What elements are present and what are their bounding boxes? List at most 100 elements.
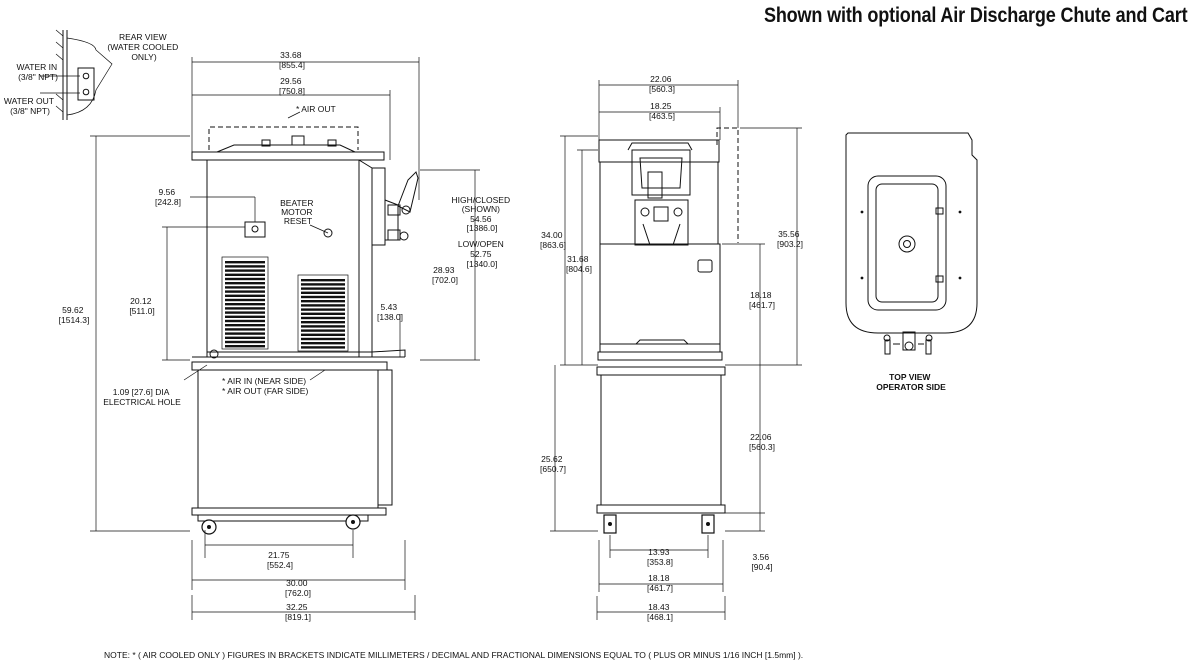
dim-value: 21.75 [268, 550, 290, 560]
dim-value-mm: [650.7] [540, 464, 566, 474]
dim-value-mm: [511.0] [129, 306, 154, 316]
rear-view-title-line: (WATER COOLED [107, 42, 178, 52]
water-out-line: WATER OUT [4, 96, 54, 106]
dim-value: 25.62 [541, 454, 563, 464]
water-out-line: (3/8" NPT) [10, 106, 50, 116]
dim-value: 34.00 [541, 230, 563, 240]
dim-spout: 5.43 [138.0] [377, 302, 403, 322]
dim-value: 28.93 [433, 265, 455, 275]
dim-value-mm: [353.8] [647, 557, 673, 567]
beater-line: RESET [284, 216, 312, 226]
dim-value-mm: [461.7] [647, 583, 673, 593]
louver-slat [225, 345, 265, 348]
rear-view-title-line: ONLY) [131, 52, 157, 62]
louver-slat [225, 294, 265, 297]
louver-slat [225, 265, 265, 268]
louver-right [297, 274, 349, 352]
air-line: * AIR IN (NEAR SIDE) [222, 376, 306, 386]
front-dim-caster-w: 13.93 [353.8] [647, 547, 673, 567]
louver-slat [225, 286, 265, 289]
rear-view-title-line: REAR VIEW [119, 32, 167, 42]
rear-view-title: REAR VIEW (WATER COOLED ONLY) [107, 32, 180, 62]
louver-slat [225, 336, 265, 339]
dim-value: 18.18 [648, 573, 670, 583]
top-view-title-line: OPERATOR SIDE [876, 382, 946, 392]
louver-slat [225, 319, 265, 323]
headline: Shown with optional Air Discharge Chute … [763, 4, 1187, 27]
front-dim-width-body: 18.25 [463.5] [649, 101, 675, 121]
side-view-dimensions [90, 57, 480, 620]
front-dim-h2: 31.68 [804.6] [566, 254, 592, 274]
dim-width-body: 29.56 [750.8] [279, 76, 305, 96]
louver-slat [301, 308, 345, 311]
dim-value-mm: [804.6] [566, 264, 592, 274]
louver-slat [225, 277, 265, 281]
dim-value: 5.43 [381, 302, 398, 312]
dim-value-mm: [702.0] [432, 275, 458, 285]
louver-slat [301, 287, 345, 290]
dim-value-mm: [463.5] [649, 111, 675, 121]
front-dim-width-top: 22.06 [560.3] [649, 74, 675, 94]
dim-value-mm: [903.2] [777, 239, 803, 249]
low-open-line: LOW/OPEN [458, 239, 504, 249]
high-closed-line: [1386.0] [467, 223, 498, 233]
louver-slat [301, 312, 345, 315]
front-dim-chute: 35.56 [903.2] [777, 229, 803, 249]
louver-slat [301, 321, 345, 324]
dim-value: 13.93 [648, 547, 670, 557]
dim-value: 9.56 [159, 187, 176, 197]
high-closed-line: HIGH/CLOSED [452, 195, 511, 205]
louver-slat [301, 316, 345, 320]
dim-value: 18.43 [648, 602, 670, 612]
louver-slat [301, 325, 345, 328]
top-view-title-line: TOP VIEW [889, 372, 931, 382]
dim-value: 30.00 [286, 578, 308, 588]
louver-slat [225, 290, 265, 293]
beater-line: BEATER [280, 198, 313, 208]
front-dim-cart-w: 18.18 [461.7] [647, 573, 673, 593]
louver-slat [301, 337, 345, 341]
louver-slat [301, 283, 345, 286]
dim-body-height: 28.93 [702.0] [432, 265, 458, 285]
dim-value-mm: [750.8] [279, 86, 305, 96]
dim-value: 33.68 [280, 50, 302, 60]
rear-view-detail [40, 29, 113, 120]
front-dim-cart-upper: 22.06 [560.3] [749, 432, 775, 452]
dim-value: 20.12 [130, 296, 152, 306]
louver-slat [225, 273, 265, 276]
dim-value-mm: [138.0] [377, 312, 403, 322]
dim-value: 3.56 [753, 552, 770, 562]
dim-value-mm: [468.1] [647, 612, 673, 622]
dim-value-mm: [762.0] [285, 588, 311, 598]
dim-value: 18.18 [750, 290, 772, 300]
dim-value: 29.56 [280, 76, 302, 86]
dim-value: 22.06 [750, 432, 772, 442]
louver-slat [225, 324, 265, 327]
front-dim-base-w: 18.43 [468.1] [647, 602, 673, 622]
front-dim-h1: 34.00 [863.6] [540, 230, 566, 250]
dim-caster: 21.75 [552.4] [267, 550, 293, 570]
dim-value: 35.56 [778, 229, 800, 239]
louver-slat [225, 307, 265, 310]
louver-slat [301, 304, 345, 307]
front-view-machine [596, 127, 739, 534]
footnote: NOTE: * ( AIR COOLED ONLY ) FIGURES IN B… [104, 650, 804, 660]
dim-width-top: 33.68 [855.4] [279, 50, 305, 70]
louver-slat [225, 332, 265, 335]
water-in-label: WATER IN (3/8" NPT) [17, 62, 60, 82]
louver-slat [301, 329, 345, 332]
louver-slat [225, 303, 265, 306]
front-dim-cart-height: 25.62 [650.7] [540, 454, 566, 474]
dim-value-mm: [560.3] [649, 84, 675, 94]
electrical-hole-label: 1.09 [27.6] DIA ELECTRICAL HOLE [103, 387, 181, 407]
water-in-line: WATER IN [17, 62, 58, 72]
louver-slat [301, 279, 345, 282]
low-open-line: 52.75 [470, 249, 492, 259]
louver-slat [301, 295, 345, 299]
louver-slat [225, 340, 265, 344]
top-view-machine [845, 132, 978, 355]
high-closed-line: (SHOWN) [462, 204, 500, 214]
front-dim-lower: 18.18 [461.7] [749, 290, 775, 310]
water-in-line: (3/8" NPT) [18, 72, 58, 82]
dim-cart: 30.00 [762.0] [285, 578, 311, 598]
